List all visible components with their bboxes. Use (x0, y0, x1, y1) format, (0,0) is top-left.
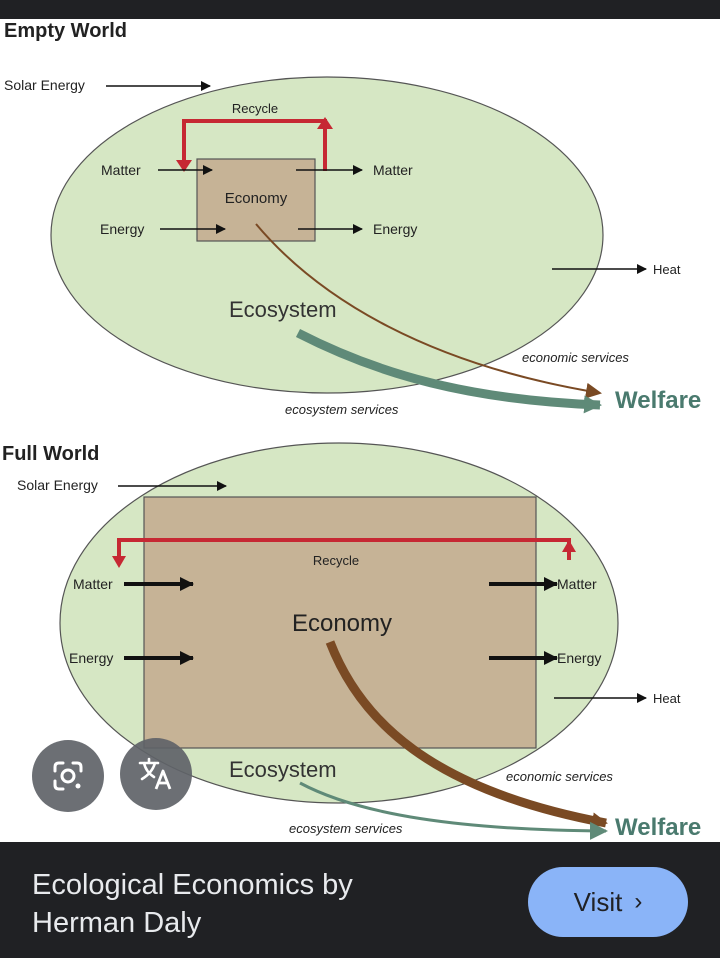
empty-heat-label: Heat (653, 262, 681, 277)
empty-welfare-label: Welfare (615, 387, 701, 414)
empty-matter-in-label: Matter (101, 162, 141, 178)
chevron-right-icon: › (634, 888, 643, 915)
empty-world-title: Empty World (4, 20, 127, 42)
full-ecosystem-services-arrow (299, 781, 608, 840)
lens-search-button[interactable] (32, 740, 104, 812)
ecological-economics-diagram: Empty World Solar Energy Economy Recycle… (0, 19, 720, 842)
empty-energy-in-label: Energy (100, 221, 144, 237)
full-matter-in-label: Matter (73, 576, 113, 592)
full-economy-label: Economy (292, 610, 392, 637)
translate-icon (138, 757, 172, 790)
image-caption[interactable]: Ecological Economics by Herman Daly (32, 869, 353, 939)
empty-world-panel: Empty World Solar Energy Economy Recycle… (4, 20, 701, 417)
empty-economic-services-label: economic services (522, 350, 629, 365)
empty-ecosystem-services-arrow (295, 328, 602, 414)
empty-recycle-label: Recycle (232, 101, 278, 116)
full-matter-out-label: Matter (557, 576, 597, 592)
full-economic-services-arrow (325, 640, 608, 829)
full-ecosystem-label: Ecosystem (229, 757, 337, 782)
empty-economy-label: Economy (225, 190, 288, 207)
top-status-bar (0, 0, 720, 19)
full-world-title: Full World (2, 443, 99, 465)
full-energy-in-label: Energy (69, 650, 113, 666)
empty-matter-out-label: Matter (373, 162, 413, 178)
empty-recycle-arrow (182, 119, 327, 171)
full-heat-label: Heat (653, 691, 681, 706)
full-recycle-label: Recycle (313, 553, 359, 568)
full-energy-out-label: Energy (557, 650, 601, 666)
visit-button-label: Visit (573, 886, 623, 917)
empty-economic-services-arrow (255, 223, 602, 399)
full-welfare-label: Welfare (615, 814, 701, 841)
full-world-panel: Full World Solar Energy Economy Recycle … (2, 442, 701, 841)
empty-ecosystem-ellipse (50, 76, 604, 394)
empty-solar-energy-label: Solar Energy (4, 77, 85, 93)
full-economic-services-label: economic services (506, 769, 613, 784)
visit-button[interactable]: Visit › (528, 867, 688, 937)
empty-energy-out-label: Energy (373, 221, 417, 237)
empty-ecosystem-services-label: ecosystem services (285, 402, 399, 417)
full-ecosystem-services-label: ecosystem services (289, 821, 403, 836)
empty-ecosystem-label: Ecosystem (229, 297, 337, 322)
full-solar-energy-label: Solar Energy (17, 477, 98, 493)
translate-button[interactable] (120, 738, 192, 810)
lens-camera-icon (53, 761, 83, 791)
